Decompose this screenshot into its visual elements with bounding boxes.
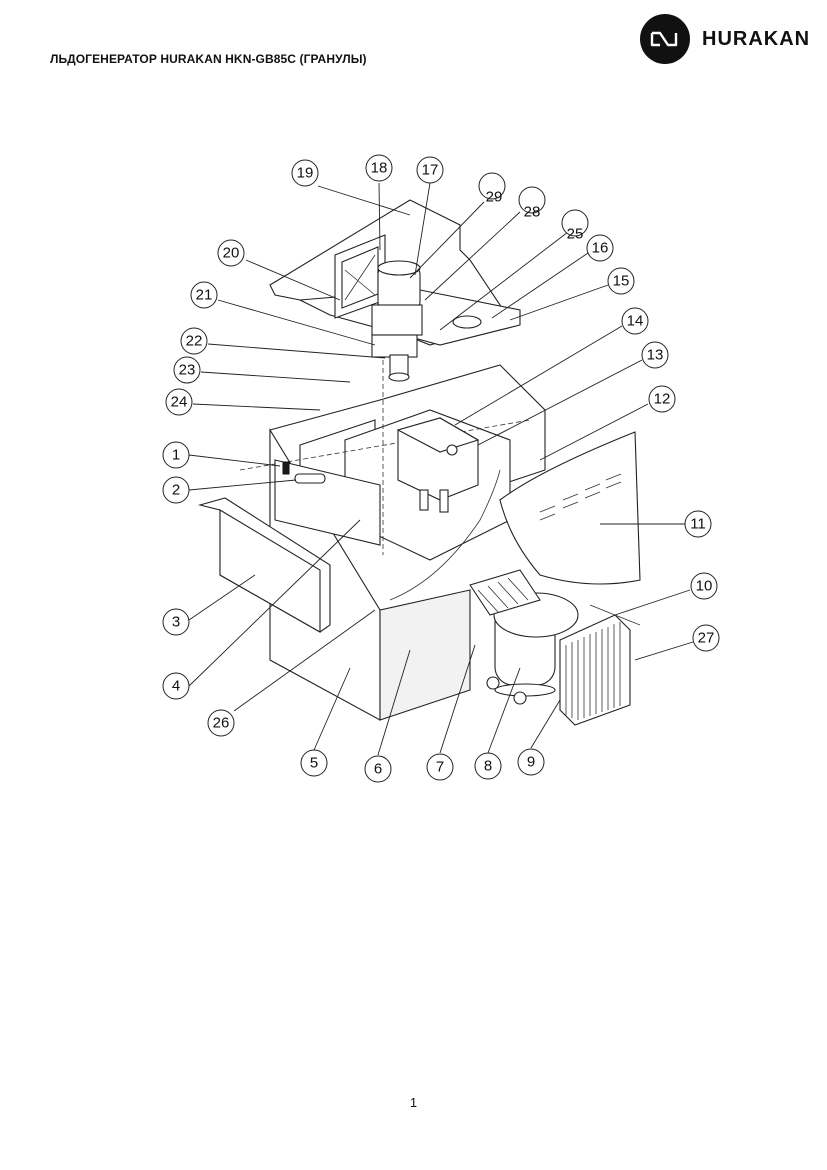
callout: 24 xyxy=(165,388,193,416)
brand-logo: HURAKAN xyxy=(640,14,810,64)
callout-label: 4 xyxy=(172,678,180,695)
callout: 26 xyxy=(207,709,235,737)
callout-label: 16 xyxy=(592,240,609,257)
callout-label: 15 xyxy=(613,273,630,290)
gear-motor xyxy=(371,260,423,382)
callout-label: 17 xyxy=(422,162,439,179)
callout-label: 25 xyxy=(567,226,584,243)
callout: 21 xyxy=(190,281,218,309)
leader-lines xyxy=(188,182,694,756)
front-panel xyxy=(197,497,331,633)
callout: 18 xyxy=(365,154,393,182)
callout-label: 26 xyxy=(213,715,230,732)
callout-label: 6 xyxy=(374,761,382,778)
callout-label: 27 xyxy=(698,630,715,647)
callout-label: 29 xyxy=(486,189,503,206)
callout-label: 3 xyxy=(172,614,180,631)
callout-label: 12 xyxy=(654,391,671,408)
callout: 5 xyxy=(300,749,328,777)
control-panel xyxy=(274,459,381,546)
callout-label: 9 xyxy=(527,754,535,771)
callout-label: 2 xyxy=(172,482,180,499)
callout: 11 xyxy=(684,510,712,538)
page-number: 1 xyxy=(409,1095,418,1110)
callout: 15 xyxy=(607,267,635,295)
callout: 28 xyxy=(518,186,546,221)
callout: 27 xyxy=(692,624,720,652)
callout-label: 13 xyxy=(647,347,664,364)
callout: 7 xyxy=(426,753,454,781)
logo-icon xyxy=(640,14,690,64)
callout: 13 xyxy=(641,341,669,369)
callout: 8 xyxy=(474,752,502,780)
callout: 22 xyxy=(180,327,208,355)
callout-label: 10 xyxy=(696,578,713,595)
callout-label: 1 xyxy=(172,447,180,464)
callout: 9 xyxy=(517,748,545,776)
callout: 12 xyxy=(648,385,676,413)
callout-label: 21 xyxy=(196,287,213,304)
callout: 1 xyxy=(162,441,190,469)
callout: 23 xyxy=(173,356,201,384)
fan-assembly xyxy=(334,234,386,319)
callout: 14 xyxy=(621,307,649,335)
callout-label: 23 xyxy=(179,362,196,379)
side-panel xyxy=(389,431,641,601)
callout-label: 11 xyxy=(690,516,706,533)
callout-label: 18 xyxy=(371,160,388,177)
callout-label: 28 xyxy=(524,204,541,221)
callout-label: 8 xyxy=(484,758,492,775)
callout: 4 xyxy=(162,672,190,700)
callout: 25 xyxy=(561,209,589,243)
callout-label: 24 xyxy=(171,394,188,411)
callout: 3 xyxy=(162,608,190,636)
document-title: ЛЬДОГЕНЕРАТОР HURAKAN HKN-GB85C (ГРАНУЛЫ… xyxy=(50,52,367,66)
callout: 29 xyxy=(478,172,506,206)
callout: 20 xyxy=(217,239,245,267)
callout-label: 7 xyxy=(436,759,444,776)
callout-label: 22 xyxy=(186,333,203,350)
logo-wordmark: HURAKAN xyxy=(702,27,811,50)
base-grille xyxy=(469,569,541,616)
callout: 6 xyxy=(364,755,392,783)
callout-label: 5 xyxy=(310,755,318,772)
callout-label: 19 xyxy=(297,165,314,182)
callout-label: 14 xyxy=(627,313,644,330)
callout: 2 xyxy=(162,476,190,504)
callout: 10 xyxy=(690,572,718,600)
water-reservoir xyxy=(396,417,480,513)
callout: 16 xyxy=(586,234,614,262)
callout: 19 xyxy=(291,159,319,187)
callout-label: 20 xyxy=(223,245,240,262)
callout: 17 xyxy=(416,156,444,184)
